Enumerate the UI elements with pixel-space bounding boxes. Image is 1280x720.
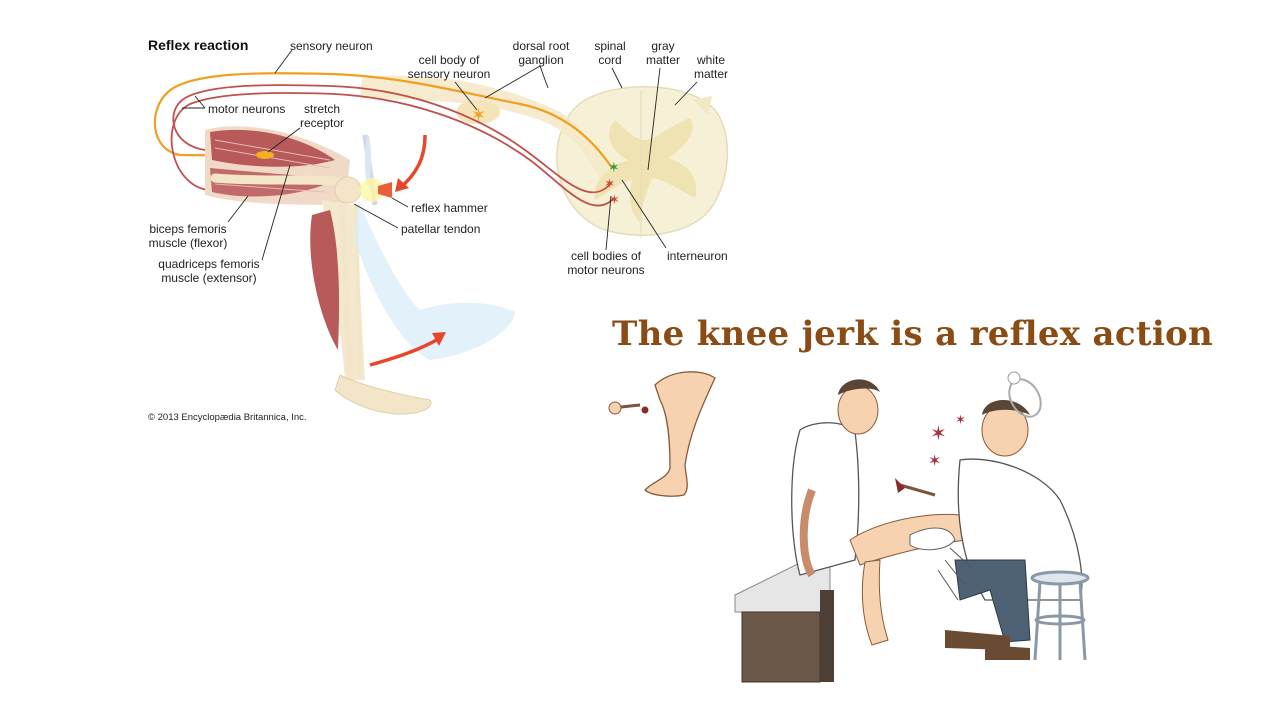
sensory-neuron-path xyxy=(153,72,613,169)
label-line: quadriceps femoris xyxy=(158,257,260,271)
cartoon-title: The knee jerk is a reflex action xyxy=(612,314,1214,354)
gray-matter xyxy=(594,118,697,222)
sensory-cell-body-icon: ✶ xyxy=(471,105,486,125)
patient-figure xyxy=(791,379,966,646)
doctor-figure xyxy=(895,371,1090,661)
knee-joint xyxy=(334,176,362,204)
label-patellar-tendon: patellar tendon xyxy=(401,222,481,236)
label-line: ganglion xyxy=(518,53,564,67)
doctor-hammer xyxy=(899,483,936,497)
label-spinal-cord: spinal cord xyxy=(588,39,632,67)
impact-star-icon-2: ✶ xyxy=(955,412,966,427)
lower-leg xyxy=(310,200,432,415)
stool xyxy=(1030,570,1090,661)
label-line: sensory neuron xyxy=(407,67,491,81)
impact-star-icon-3: ✶ xyxy=(928,453,941,470)
label-line: spinal xyxy=(594,39,626,53)
label-reflex-hammer: reflex hammer xyxy=(411,201,488,215)
label-line: receptor xyxy=(299,116,345,130)
label-motor-neurons: motor neurons xyxy=(208,102,286,116)
label-line: biceps femoris xyxy=(149,222,227,236)
leader-lines xyxy=(182,49,698,261)
label-stretch-receptor: stretch receptor xyxy=(294,102,350,130)
extended-leg-ghost xyxy=(355,200,515,360)
diagram-title: Reflex reaction xyxy=(148,37,249,53)
copyright-notice: © 2013 Encyclopædia Britannica, Inc. xyxy=(148,412,307,423)
motion-lines xyxy=(937,547,973,601)
label-sensory-neuron: sensory neuron xyxy=(290,39,373,53)
exam-table xyxy=(734,547,834,683)
small-leg-illustration xyxy=(608,371,716,497)
label-line: dorsal root xyxy=(512,39,570,53)
label-biceps-femoris: biceps femoris muscle (flexor) xyxy=(144,222,232,250)
dorsal-root-ganglion xyxy=(456,100,500,124)
leg-kick-arrow xyxy=(369,336,441,367)
label-line: cell bodies of xyxy=(570,249,642,263)
label-interneuron: interneuron xyxy=(667,249,728,263)
label-cell-body-sensory: cell body of sensory neuron xyxy=(402,53,496,81)
label-line: white xyxy=(696,53,725,67)
label-line: cord xyxy=(598,53,622,67)
foot xyxy=(334,374,432,415)
femur-bone xyxy=(210,173,350,187)
label-line: matter xyxy=(645,53,680,67)
label-line: gray xyxy=(651,39,675,53)
spinal-cord-section xyxy=(556,86,729,238)
label-line: cell body of xyxy=(418,53,480,67)
motor-neuron-path-2 xyxy=(170,92,615,207)
motor-cell-body-icon-1: ✶ xyxy=(604,176,615,191)
calf-muscle xyxy=(310,210,340,350)
label-line: motor neurons xyxy=(567,263,645,277)
label-dorsal-root-ganglion: dorsal root ganglion xyxy=(504,39,578,67)
label-line: matter xyxy=(693,67,728,81)
label-quadriceps-femoris: quadriceps femoris muscle (extensor) xyxy=(154,257,264,285)
label-cell-bodies-motor: cell bodies of motor neurons xyxy=(562,249,650,277)
thigh xyxy=(205,126,350,205)
label-line: muscle (flexor) xyxy=(148,236,228,250)
motor-cell-body-icon-2: ✶ xyxy=(609,192,620,207)
label-line: stretch xyxy=(303,102,340,116)
motor-neuron-path-1 xyxy=(172,84,613,194)
hammer-strike-arrow xyxy=(398,134,427,190)
label-gray-matter: gray matter xyxy=(640,39,686,67)
interneuron-icon: ✶ xyxy=(608,159,620,175)
stretch-receptor xyxy=(256,151,274,159)
impact-star-icon-1: ✶ xyxy=(930,423,947,445)
label-white-matter: white matter xyxy=(688,53,734,81)
label-line: muscle (extensor) xyxy=(161,271,257,285)
reflex-hammer-icon xyxy=(360,134,392,206)
